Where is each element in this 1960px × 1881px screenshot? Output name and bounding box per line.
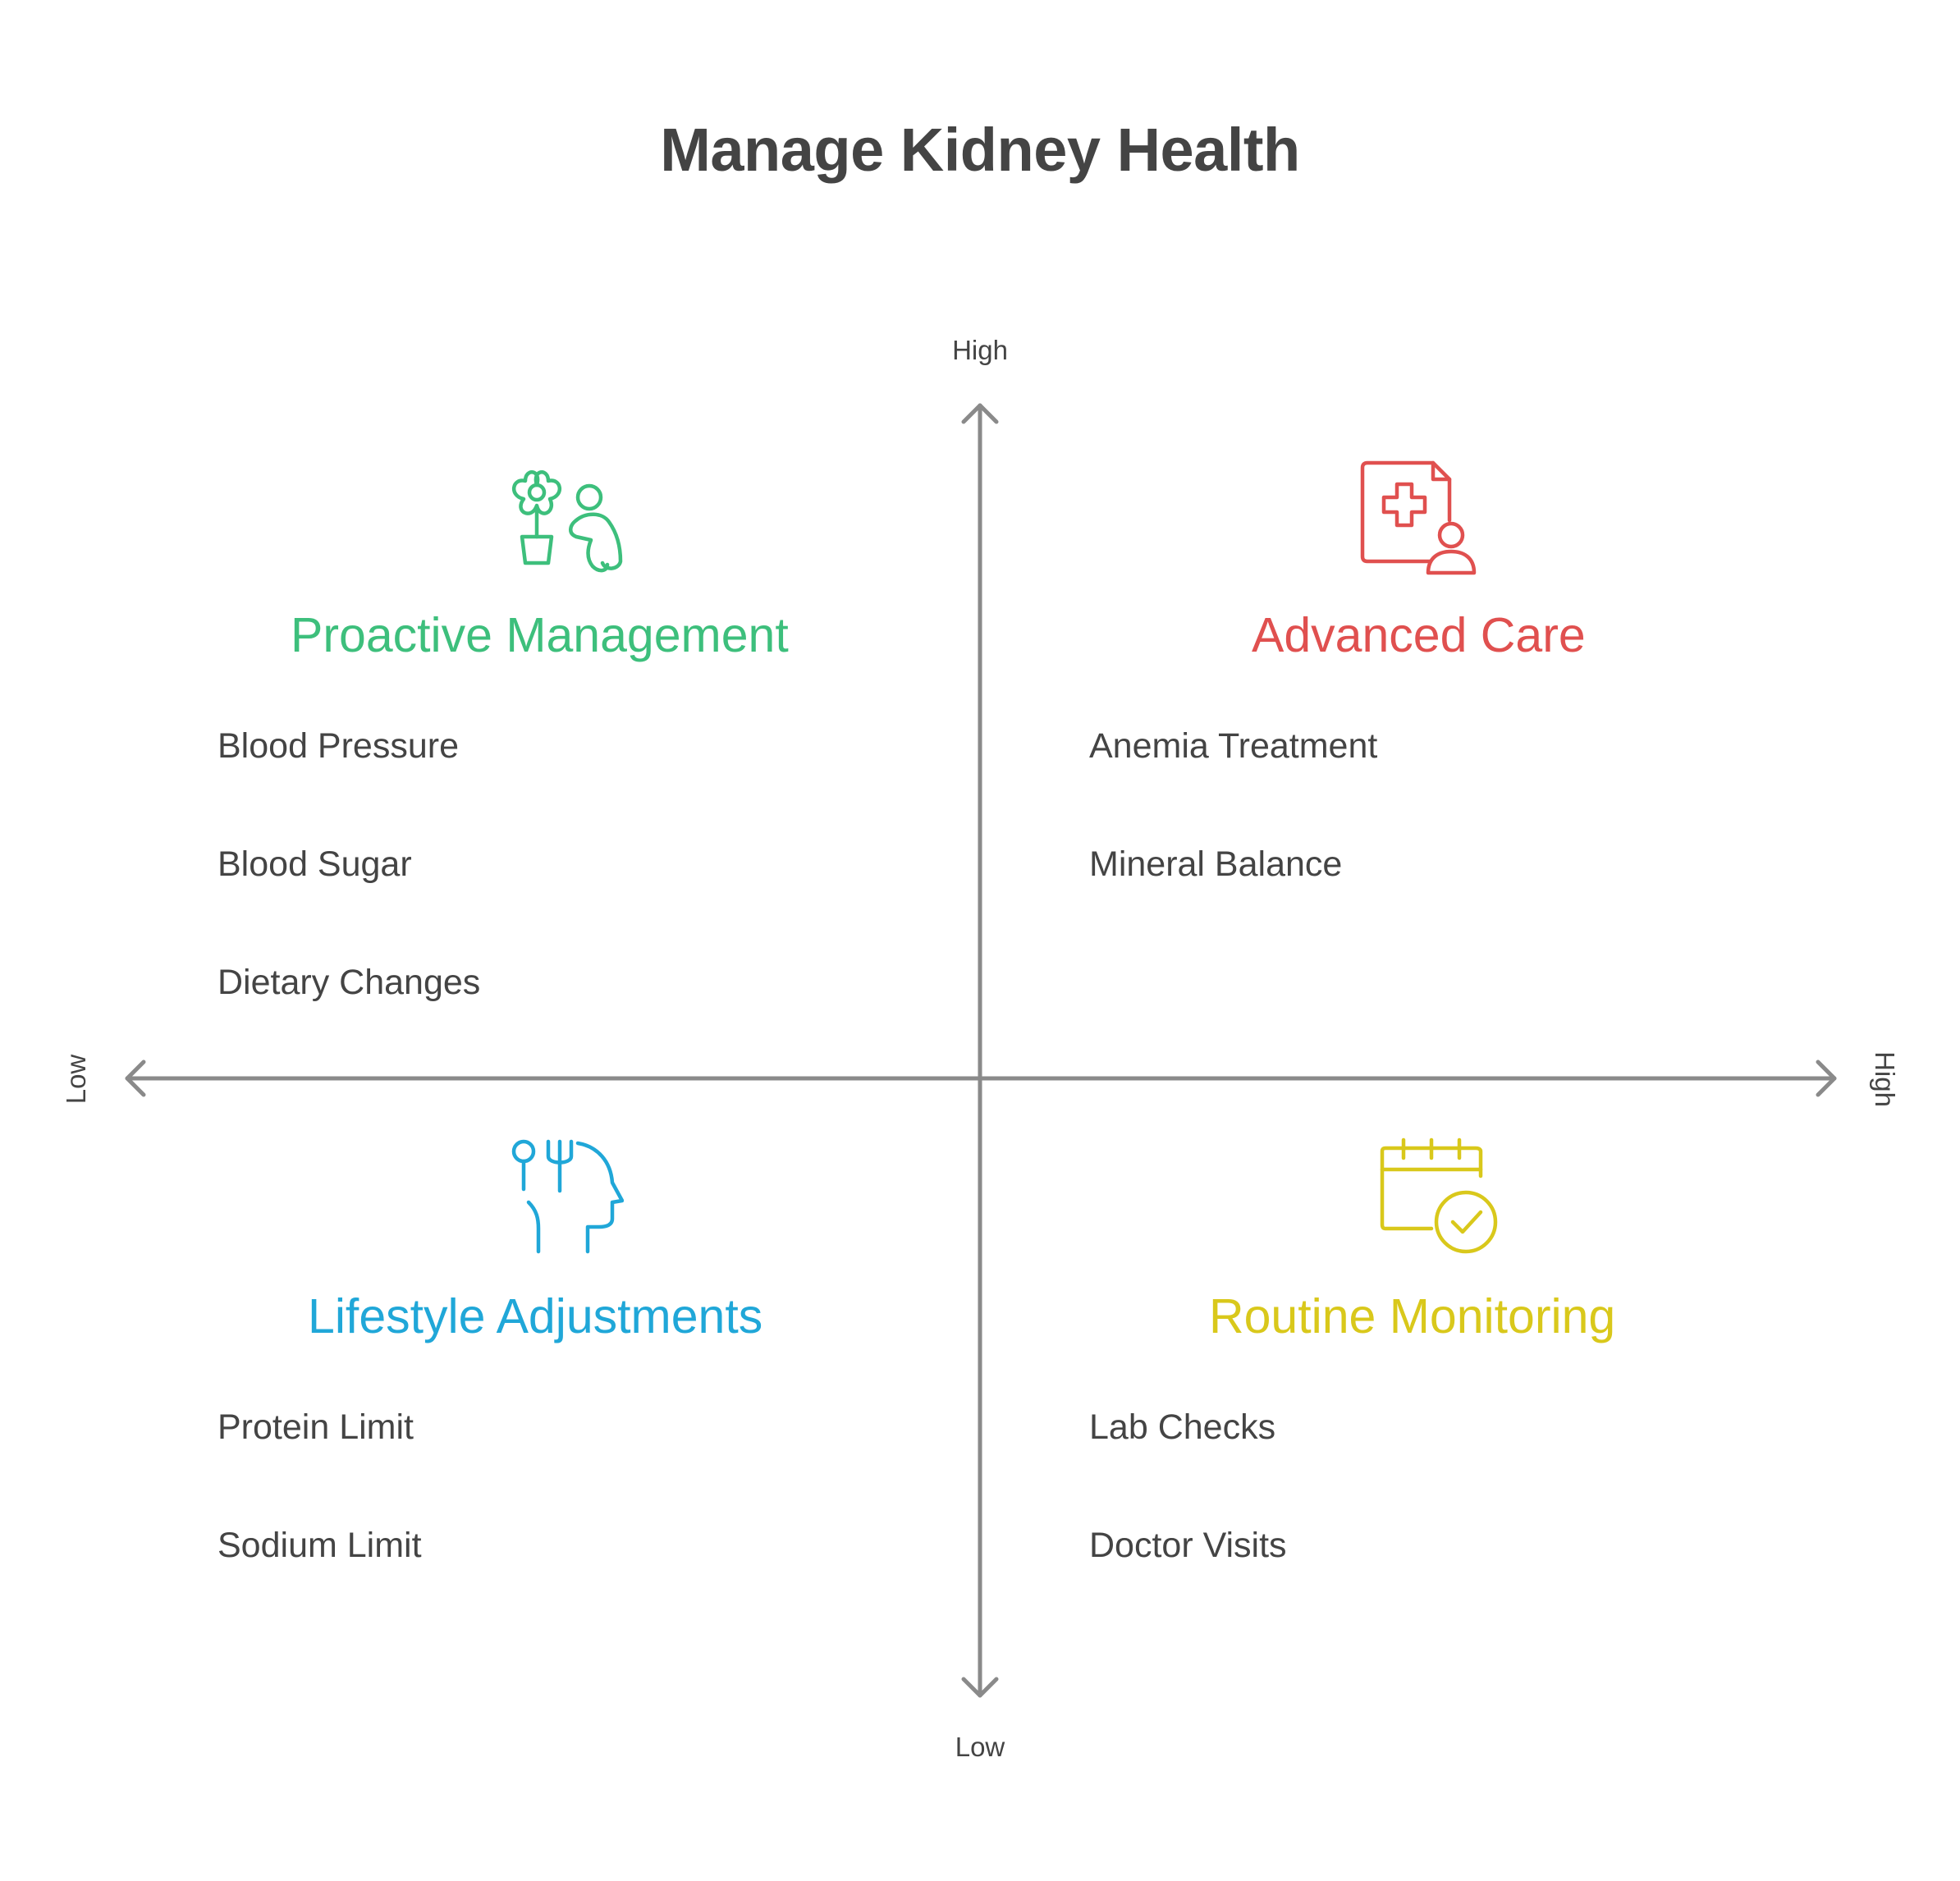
horizontal-axis-right-arrow — [1816, 1059, 1837, 1097]
list-item: Doctor Visits — [1089, 1526, 1287, 1565]
y-axis-high-label: High — [952, 335, 1008, 365]
vertical-axis-bottom-arrow — [961, 1677, 999, 1698]
vertical-axis-top-arrow — [961, 403, 999, 424]
x-axis-high-label: High — [1870, 1051, 1900, 1107]
page-title: Manage Kidney Health — [660, 116, 1300, 184]
medical-record-person-icon — [1360, 460, 1477, 575]
list-item: Dietary Changes — [218, 963, 481, 1002]
quadrant-title-proactive-management: Proactive Management — [291, 608, 789, 662]
calendar-check-icon — [1380, 1137, 1498, 1254]
x-axis-low-label: Low — [61, 1054, 91, 1105]
quadrant-title-advanced-care: Advanced Care — [1252, 608, 1586, 662]
y-axis-low-label: Low — [955, 1732, 1005, 1762]
flower-pot-person-icon — [512, 470, 623, 573]
quadrant-title-routine-monitoring: Routine Monitoring — [1209, 1289, 1616, 1343]
quadrant-title-lifestyle-adjustments: Lifestyle Adjustments — [308, 1289, 763, 1343]
list-item: Mineral Balance — [1089, 844, 1343, 884]
list-item: Lab Checks — [1089, 1407, 1276, 1447]
list-item: Blood Pressure — [218, 726, 459, 766]
list-item: Protein Limit — [218, 1407, 414, 1447]
utensils-head-icon — [511, 1139, 624, 1254]
list-item: Sodium Limit — [218, 1526, 422, 1565]
list-item: Anemia Treatment — [1089, 726, 1378, 766]
horizontal-axis-left-arrow — [125, 1059, 146, 1097]
list-item: Blood Sugar — [218, 844, 412, 884]
